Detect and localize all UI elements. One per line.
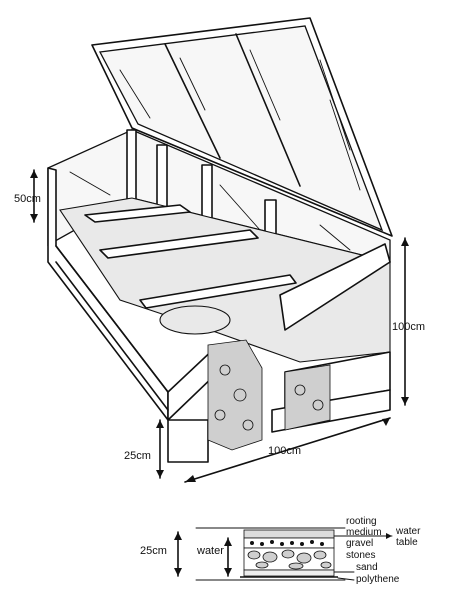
label-gravel: gravel [346, 538, 373, 549]
beds [59, 197, 391, 363]
dimension-base-depth: 25cm [124, 419, 164, 479]
section-water-label: water [196, 545, 224, 557]
label-rooting: rooting [346, 516, 377, 527]
glazed-lid [91, 17, 393, 237]
label-medium: medium [346, 527, 382, 538]
dimension-end-height: 100cm [392, 237, 425, 406]
label-stones: stones [346, 550, 375, 561]
section-depth-label: 25cm [140, 545, 167, 557]
layer-sand [243, 569, 335, 577]
cutaway-stones [207, 339, 331, 451]
front-walls [47, 167, 391, 463]
dimension-length: 100cm [184, 417, 391, 483]
label-sand: sand [356, 562, 378, 573]
post-rear-left [126, 129, 137, 203]
label-water-table-1: water [395, 526, 421, 537]
base-depth-label: 25cm [124, 450, 151, 462]
length-label: 100cm [268, 445, 301, 457]
dimension-side-height: 50cm [14, 169, 41, 223]
side-height-label: 50cm [14, 193, 41, 205]
cross-section: 25cm water rooting medium gravel stones … [140, 516, 421, 585]
end-height-label: 100cm [392, 321, 425, 333]
label-water-table-2: table [396, 537, 418, 548]
label-polythene: polythene [356, 574, 400, 585]
layer-rooting-medium [243, 529, 335, 539]
